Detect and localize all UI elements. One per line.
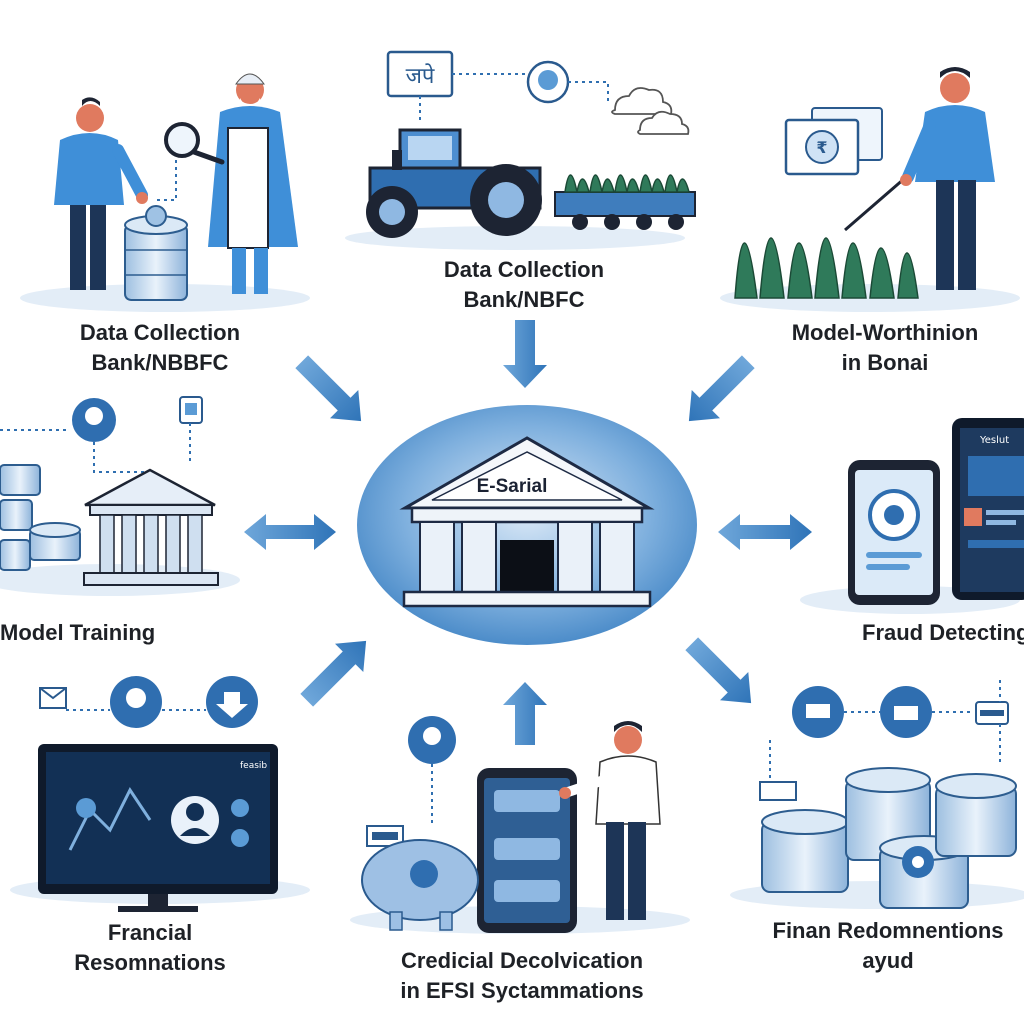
label-line: Model-Worthinion	[791, 320, 979, 345]
tablet-icon	[179, 396, 203, 424]
person-icon	[208, 73, 298, 294]
location-pin-icon	[110, 676, 162, 728]
plant-icon	[554, 174, 696, 230]
arrow-lower-left	[300, 640, 367, 707]
node-model-training-illustration	[0, 396, 219, 586]
gear-icon	[76, 798, 96, 818]
label-line: Resomnations	[74, 950, 226, 975]
label-finan-redomnentions: Finan Redomnentions ayud	[756, 916, 1020, 976]
plant-icon	[734, 237, 919, 299]
label-line: Finan Redomnentions	[772, 918, 1004, 943]
arrow-bottom	[503, 682, 547, 745]
label-model-worthinion: Model-Worthinion in Bonai	[760, 318, 1010, 378]
arrow-top	[503, 320, 547, 388]
node-credicial-decolvication-illustration	[361, 716, 661, 933]
label-line: Credicial Decolvication	[400, 948, 644, 973]
coin-stack-icon	[0, 464, 81, 571]
monitor-icon: feasib	[38, 744, 278, 912]
gear-icon	[231, 829, 249, 847]
arrow-lower-right	[685, 637, 752, 704]
label-line: Francial	[107, 920, 193, 945]
tablet-header: Yeslut	[979, 435, 1009, 446]
label-line: in EFSI Syctammations	[400, 978, 644, 1003]
node-data-collection-top-illustration: जपे	[366, 50, 696, 238]
label-line: Data Collection	[79, 320, 241, 345]
mail-icon	[39, 687, 67, 709]
label-line: ayud	[862, 948, 914, 973]
person-icon	[559, 721, 661, 920]
label-line: Fraud Detecting	[862, 620, 1024, 645]
tractor-icon	[366, 128, 542, 238]
svg-text:₹: ₹	[816, 138, 827, 157]
label-line: Model Training	[0, 620, 156, 645]
label-line: Bank/NBBFC	[91, 350, 229, 375]
hub-node[interactable]	[357, 405, 697, 645]
label-credicial-decolvication: Credicial Decolvication in EFSI Syctamma…	[372, 946, 672, 1006]
bank-icon: ₹	[784, 107, 883, 176]
node-fraud-detecting-illustration: Yeslut	[848, 418, 1024, 605]
label-data-collection-left: Data Collection Bank/NBBFC	[40, 318, 280, 378]
person-icon	[900, 67, 995, 290]
label-data-collection-top: Data Collection Bank/NBFC	[404, 255, 644, 315]
label-line: in Bonai	[841, 350, 929, 375]
label-francial-resomnations: Francial Resomnations	[40, 918, 260, 978]
node-model-worthinion-illustration: ₹	[734, 67, 995, 299]
flow-arrows	[244, 320, 812, 745]
arrow-left	[244, 514, 336, 550]
bank-icon	[880, 686, 932, 738]
arrow-right	[718, 514, 812, 550]
label-fraud-detecting: Fraud Detecting	[862, 618, 1024, 648]
bank-building-icon	[83, 468, 219, 586]
person-icon	[54, 97, 148, 290]
location-pin-icon	[526, 60, 570, 104]
cloud-icon	[611, 87, 690, 135]
tablet-icon	[975, 701, 1009, 725]
hub-label: E-Sarial	[476, 476, 548, 497]
coin-stack-icon	[761, 767, 1017, 909]
node-francial-resomnations-illustration: feasib	[38, 676, 278, 912]
label-line: Data Collection	[443, 257, 605, 282]
tablet-icon: Yeslut	[952, 418, 1024, 600]
phone-icon	[848, 460, 940, 605]
magnifier-icon	[164, 122, 225, 165]
sign-icon: जपे	[386, 50, 454, 98]
gear-icon	[231, 799, 249, 817]
node-data-collection-left-illustration	[54, 73, 298, 301]
monitor-header: feasib	[240, 761, 267, 771]
arrow-upper-left	[295, 355, 362, 422]
piggy-bank-icon	[361, 825, 479, 931]
label-model-training: Model Training	[0, 618, 180, 648]
phone-icon	[477, 768, 577, 933]
download-icon	[206, 676, 258, 728]
location-pin-icon	[72, 398, 116, 442]
bank-building-icon	[399, 436, 655, 608]
arrow-upper-right	[688, 355, 755, 422]
coin-stack-icon	[124, 205, 188, 301]
bank-icon	[792, 686, 844, 738]
node-finan-redomnentions-illustration	[759, 680, 1017, 909]
label-line: Bank/NBFC	[463, 287, 585, 312]
sign-text: जपे	[406, 63, 435, 89]
location-pin-icon	[408, 716, 456, 764]
